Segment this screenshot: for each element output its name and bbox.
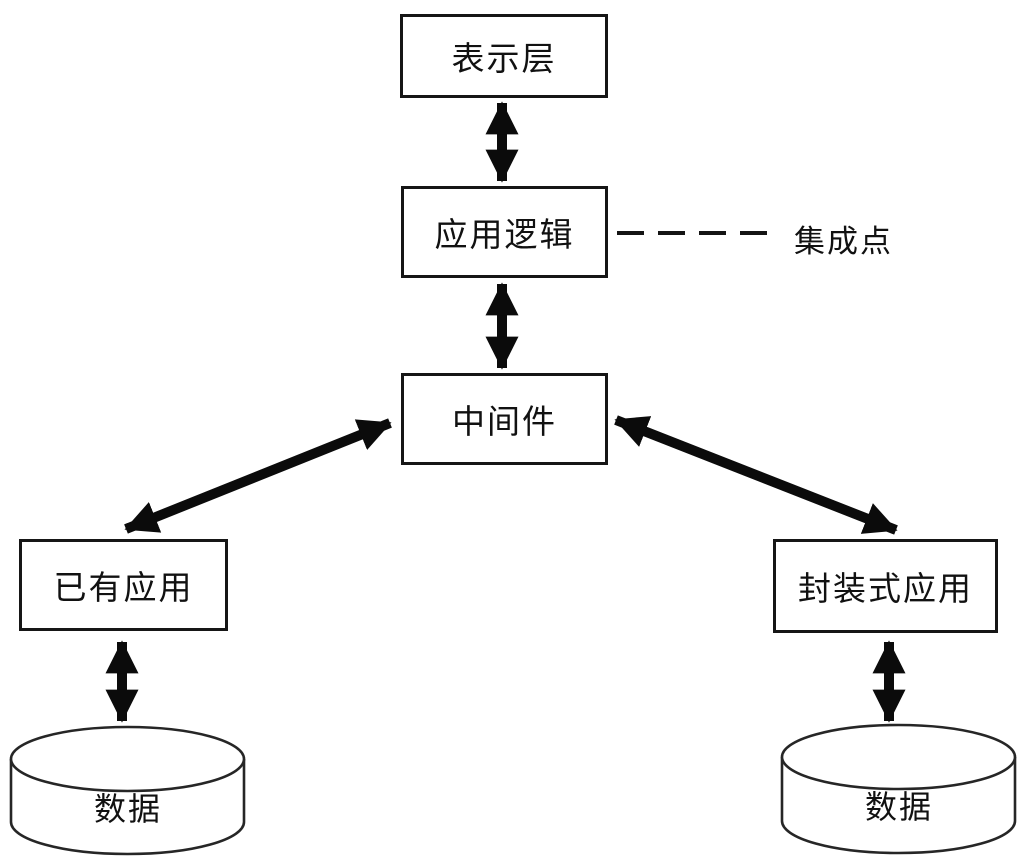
- integration-point-label: 集成点: [794, 224, 893, 259]
- cylinder-data-right-label: 数据: [864, 789, 933, 825]
- node-middleware-label: 中间件: [452, 403, 557, 440]
- cylinder-data-right: [780, 723, 1017, 855]
- node-presentation-layer: 表示层: [400, 14, 608, 98]
- node-middleware: 中间件: [401, 373, 608, 465]
- node-packaged-application: 封装式应用: [773, 539, 998, 633]
- node-existing-application-label: 已有应用: [53, 569, 194, 606]
- node-application-logic: 应用逻辑: [401, 186, 608, 278]
- arrow-middleware-existing-app: [124, 418, 392, 534]
- node-application-logic-label: 应用逻辑: [434, 216, 575, 253]
- cylinder-data-left-label: 数据: [93, 791, 162, 827]
- arrow-middleware-packaged-app: [614, 415, 898, 535]
- node-existing-application: 已有应用: [19, 539, 228, 631]
- node-packaged-application-label: 封装式应用: [798, 570, 973, 607]
- cylinder-data-left: [9, 725, 246, 856]
- node-presentation-layer-label: 表示层: [451, 40, 557, 77]
